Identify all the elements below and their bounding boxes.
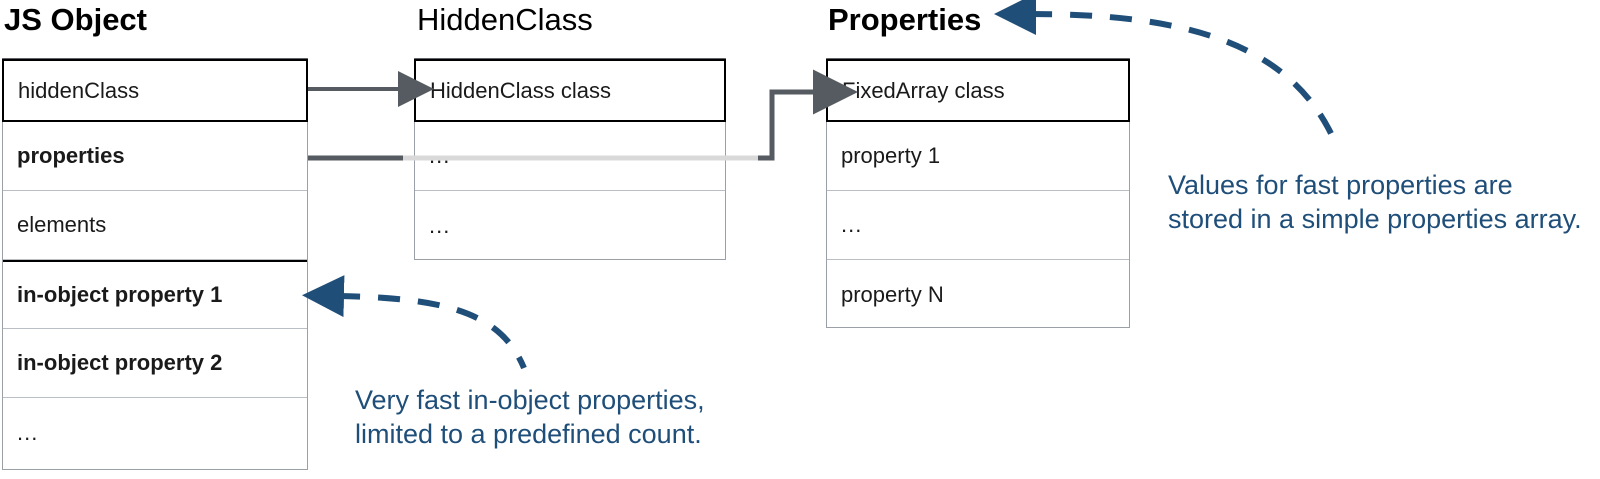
column-header-js-object: JS Object <box>4 2 147 37</box>
row-property-n[interactable]: property N <box>841 281 944 307</box>
row-elements-pointer[interactable]: elements <box>3 191 307 260</box>
row-hidden-class-pointer[interactable]: hiddenClass <box>2 59 308 122</box>
row-in-object-property-1[interactable]: in-object property 1 <box>3 260 307 329</box>
js-object-struct-box: hiddenClass properties elements in-objec… <box>2 58 308 470</box>
properties-struct-box: FixedArray class property 1 ... property… <box>826 58 1130 328</box>
row-hidden-class-class[interactable]: HiddenClass class <box>414 59 726 122</box>
hidden-class-struct-box: HiddenClass class ... ... <box>414 58 726 260</box>
annotation-properties-note: Values for fast properties are stored in… <box>1168 170 1582 234</box>
row-hidden-class-ellipsis-1: ... <box>415 122 725 191</box>
row-in-object-property-2[interactable]: in-object property 2 <box>3 329 307 398</box>
row-hidden-class-ellipsis-2: ... <box>429 212 451 238</box>
row-property-1[interactable]: property 1 <box>827 122 1129 191</box>
row-properties-pointer[interactable]: properties <box>3 122 307 191</box>
column-header-properties: Properties <box>828 2 982 37</box>
row-js-object-ellipsis: ... <box>17 419 39 445</box>
annotation-in-object-note: Very fast in-object properties, limited … <box>355 385 705 449</box>
column-header-hidden-class: HiddenClass <box>417 2 593 37</box>
row-properties-ellipsis: ... <box>827 191 1129 260</box>
annotation-leader-in-object <box>302 275 527 370</box>
row-fixed-array-class[interactable]: FixedArray class <box>826 59 1130 122</box>
